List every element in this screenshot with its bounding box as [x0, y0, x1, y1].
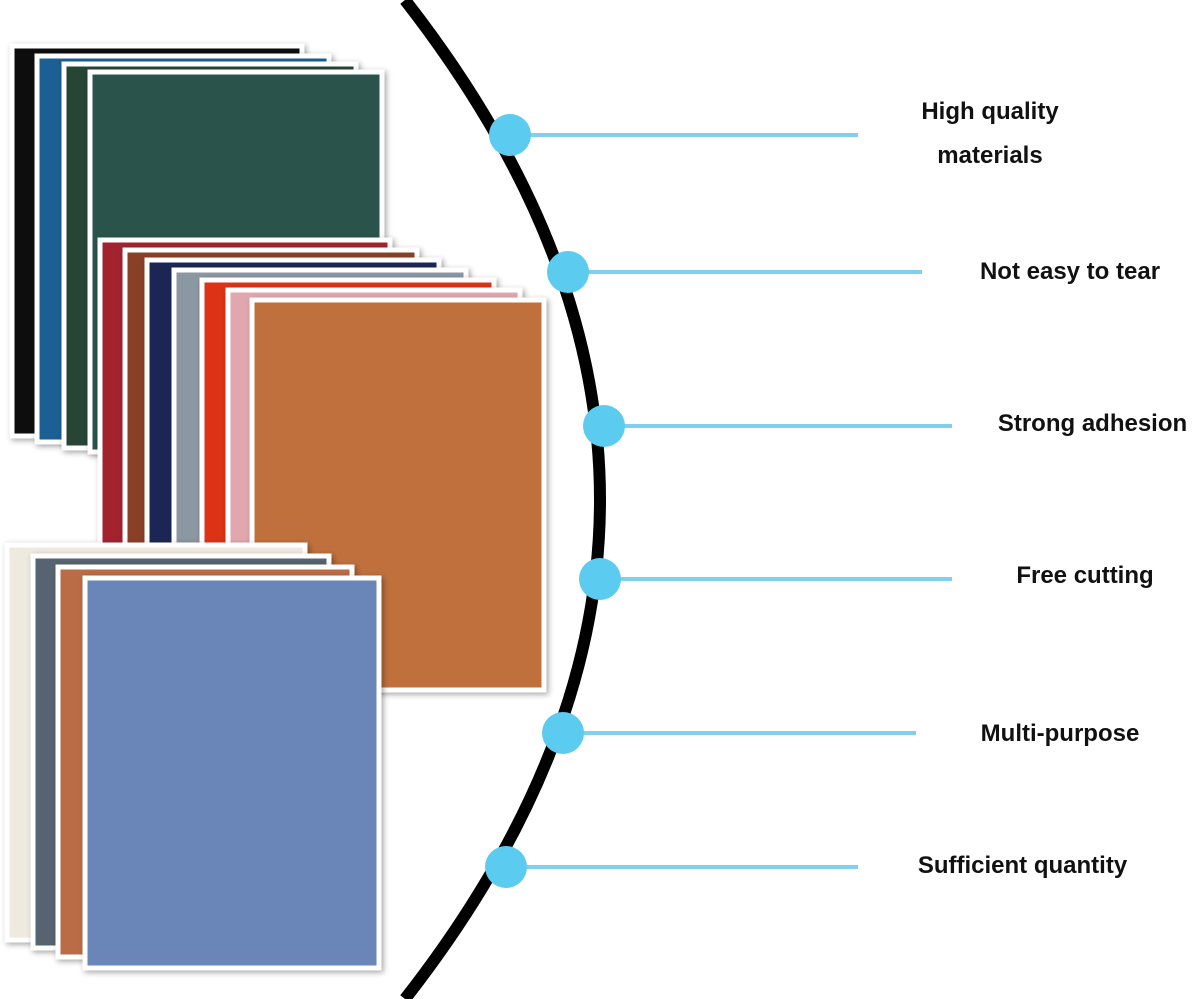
feature-label-strong-adhesion: Strong adhesion — [997, 410, 1188, 437]
connector-dot — [485, 846, 527, 888]
feature-label-high-quality: High quality materials — [921, 98, 1059, 169]
colored-sheet-stacks — [4, 43, 547, 971]
feature-label-sufficient-quantity: Sufficient quantity — [917, 852, 1128, 879]
connector-dot — [547, 251, 589, 293]
feature-label-multi-purpose: Multi-purpose — [980, 720, 1140, 747]
sheet-stack-lower — [4, 542, 382, 971]
feature-label-not-easy-to-tear: Not easy to tear — [979, 258, 1161, 285]
feature-connectors — [485, 114, 952, 888]
connector-dot — [542, 712, 584, 754]
connector-dot — [579, 558, 621, 600]
color-sheet — [82, 575, 382, 971]
connector-dot — [583, 405, 625, 447]
color-sheet — [249, 297, 547, 693]
sheet-stack-middle — [97, 237, 547, 693]
connector-dot — [489, 114, 531, 156]
feature-label-free-cutting: Free cutting — [1016, 562, 1154, 589]
